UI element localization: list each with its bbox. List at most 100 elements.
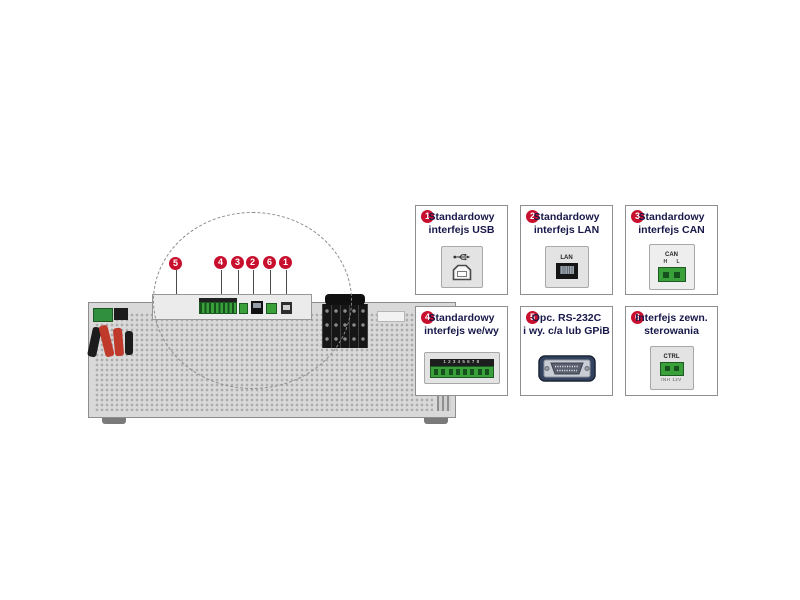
card-io-label: Standardowy interfejs we/wy [416,312,507,337]
leader-line-3 [238,270,239,294]
can-connector-small [239,303,248,314]
leader-line-4 [221,270,222,294]
badge-4: 4 [421,311,434,324]
card-ctrl-label: Interfejs zewn. sterowania [626,312,717,337]
io-hole [455,368,460,375]
lan-port-small [251,301,263,314]
ctrl-plate: CTRL INH 12V [649,346,694,390]
io-terminal-band [199,298,237,302]
badge-2: 2 [526,210,539,223]
io-hole [463,368,468,375]
chassis-foot [424,418,448,424]
vent-perforation [95,313,433,411]
card-usb-line1: Standardowy [428,211,495,223]
ctrl-pin-labels: INH 12V [661,376,682,382]
ctrl-port-label: CTRL [663,353,680,360]
leader-line-6 [270,270,271,294]
ctrl-terminal-hole [673,366,679,372]
callout-badge-4: 4 [214,256,227,269]
io-terminal-body [429,365,494,378]
card-io: 4 Standardowy interfejs we/wy 1 2 3 4 5 … [415,306,508,396]
card-usb: 1 Standardowy interfejs USB [415,205,508,295]
badge-3: 3 [631,210,644,223]
io-hole [470,368,475,375]
callout-badge-2: 2 [246,256,259,269]
chassis-foot [102,418,126,424]
ctrl-connector-small [266,303,277,314]
aux-port [114,308,128,320]
card-ctrl: 6 Interfejs zewn. sterowania CTRL INH 12… [625,306,718,396]
card-ctrl-line1: Interfejs zewn. [635,312,708,324]
io-terminal-image: 1 2 3 4 5 6 7 8 [416,341,507,395]
card-can-line2: interfejs CAN [638,223,705,236]
lan-port-label: LAN [560,255,573,261]
io-hole [448,368,453,375]
rj45-contacts [559,266,574,274]
can-terminal [657,267,686,282]
io-hole [434,368,439,375]
leader-line-1 [286,270,287,294]
lan-port-image: LAN [521,240,612,294]
badge-5: 5 [526,311,539,324]
card-io-line1: Standardowy [428,312,495,324]
card-ctrl-line2: sterowania [644,324,699,337]
io-terminal: 1 2 3 4 5 6 7 8 [429,358,494,378]
io-hole [441,368,446,375]
black-test-clip [125,331,133,355]
can-port-label: CAN [665,252,678,258]
usb-port-tongue [283,305,290,310]
sense-terminal [93,308,113,322]
card-can-label: Standardowy interfejs CAN [626,211,717,236]
usb-port-small [281,302,292,314]
gpib-connector-image [521,341,612,395]
can-plate: CAN H L [648,244,695,290]
callout-badge-6: 6 [263,256,276,269]
card-gpib-line2: i wy. c/a lub GPiB [523,324,610,337]
terminal-screws [322,304,368,348]
badge-6: 6 [631,311,644,324]
io-hole [477,368,482,375]
io-hole [484,368,489,375]
callout-badge-5: 5 [169,257,182,270]
card-usb-label: Standardowy interfejs USB [416,211,507,236]
card-can-line1: Standardowy [638,211,705,223]
interface-card-strip [152,294,312,320]
usb-b-receptacle [452,264,471,281]
ctrl-terminal-hole [664,366,670,372]
card-io-line2: interfejs we/wy [424,324,499,337]
card-gpib-label: Opc. RS-232C i wy. c/a lub GPiB [521,312,612,337]
card-gpib: 5 Opc. RS-232C i wy. c/a lub GPiB [520,306,613,396]
usb-port-image [416,240,507,294]
card-usb-line2: interfejs USB [428,223,495,236]
can-terminal-hole [663,271,669,278]
leader-line-2 [253,270,254,294]
callout-badge-1: 1 [279,256,292,269]
ctrl-port-image: CTRL INH 12V [626,341,717,395]
io-terminal-band: 1 2 3 4 5 6 7 8 [429,358,494,366]
usb-plate [440,246,483,288]
badge-1: 1 [421,210,434,223]
lan-port-contacts [253,303,261,308]
card-gpib-line1: Opc. RS-232C [531,312,602,324]
output-terminal-block [322,304,368,348]
io-terminal-small [199,302,237,314]
io-plate: 1 2 3 4 5 6 7 8 [423,352,500,384]
ctrl-terminal [659,361,684,376]
rj45-jack [555,263,578,279]
can-port-image: CAN H L [626,240,717,294]
gpib-connector [537,355,596,382]
callout-badge-3: 3 [231,256,244,269]
can-pin-labels: H L [663,259,684,265]
card-lan: 2 Standardowy interfejs LAN LAN [520,205,613,295]
leader-line-5 [176,270,177,294]
can-terminal-hole [674,271,680,278]
io-pin-numbers: 1 2 3 4 5 6 7 8 [443,358,480,364]
usb-icon [452,254,470,261]
card-can: 3 Standardowy interfejs CAN CAN H L [625,205,718,295]
card-lan-line2: interfejs LAN [533,223,600,236]
card-lan-line1: Standardowy [533,211,600,223]
output-cables [325,294,365,305]
rating-label [377,311,405,322]
card-lan-label: Standardowy interfejs LAN [521,211,612,236]
